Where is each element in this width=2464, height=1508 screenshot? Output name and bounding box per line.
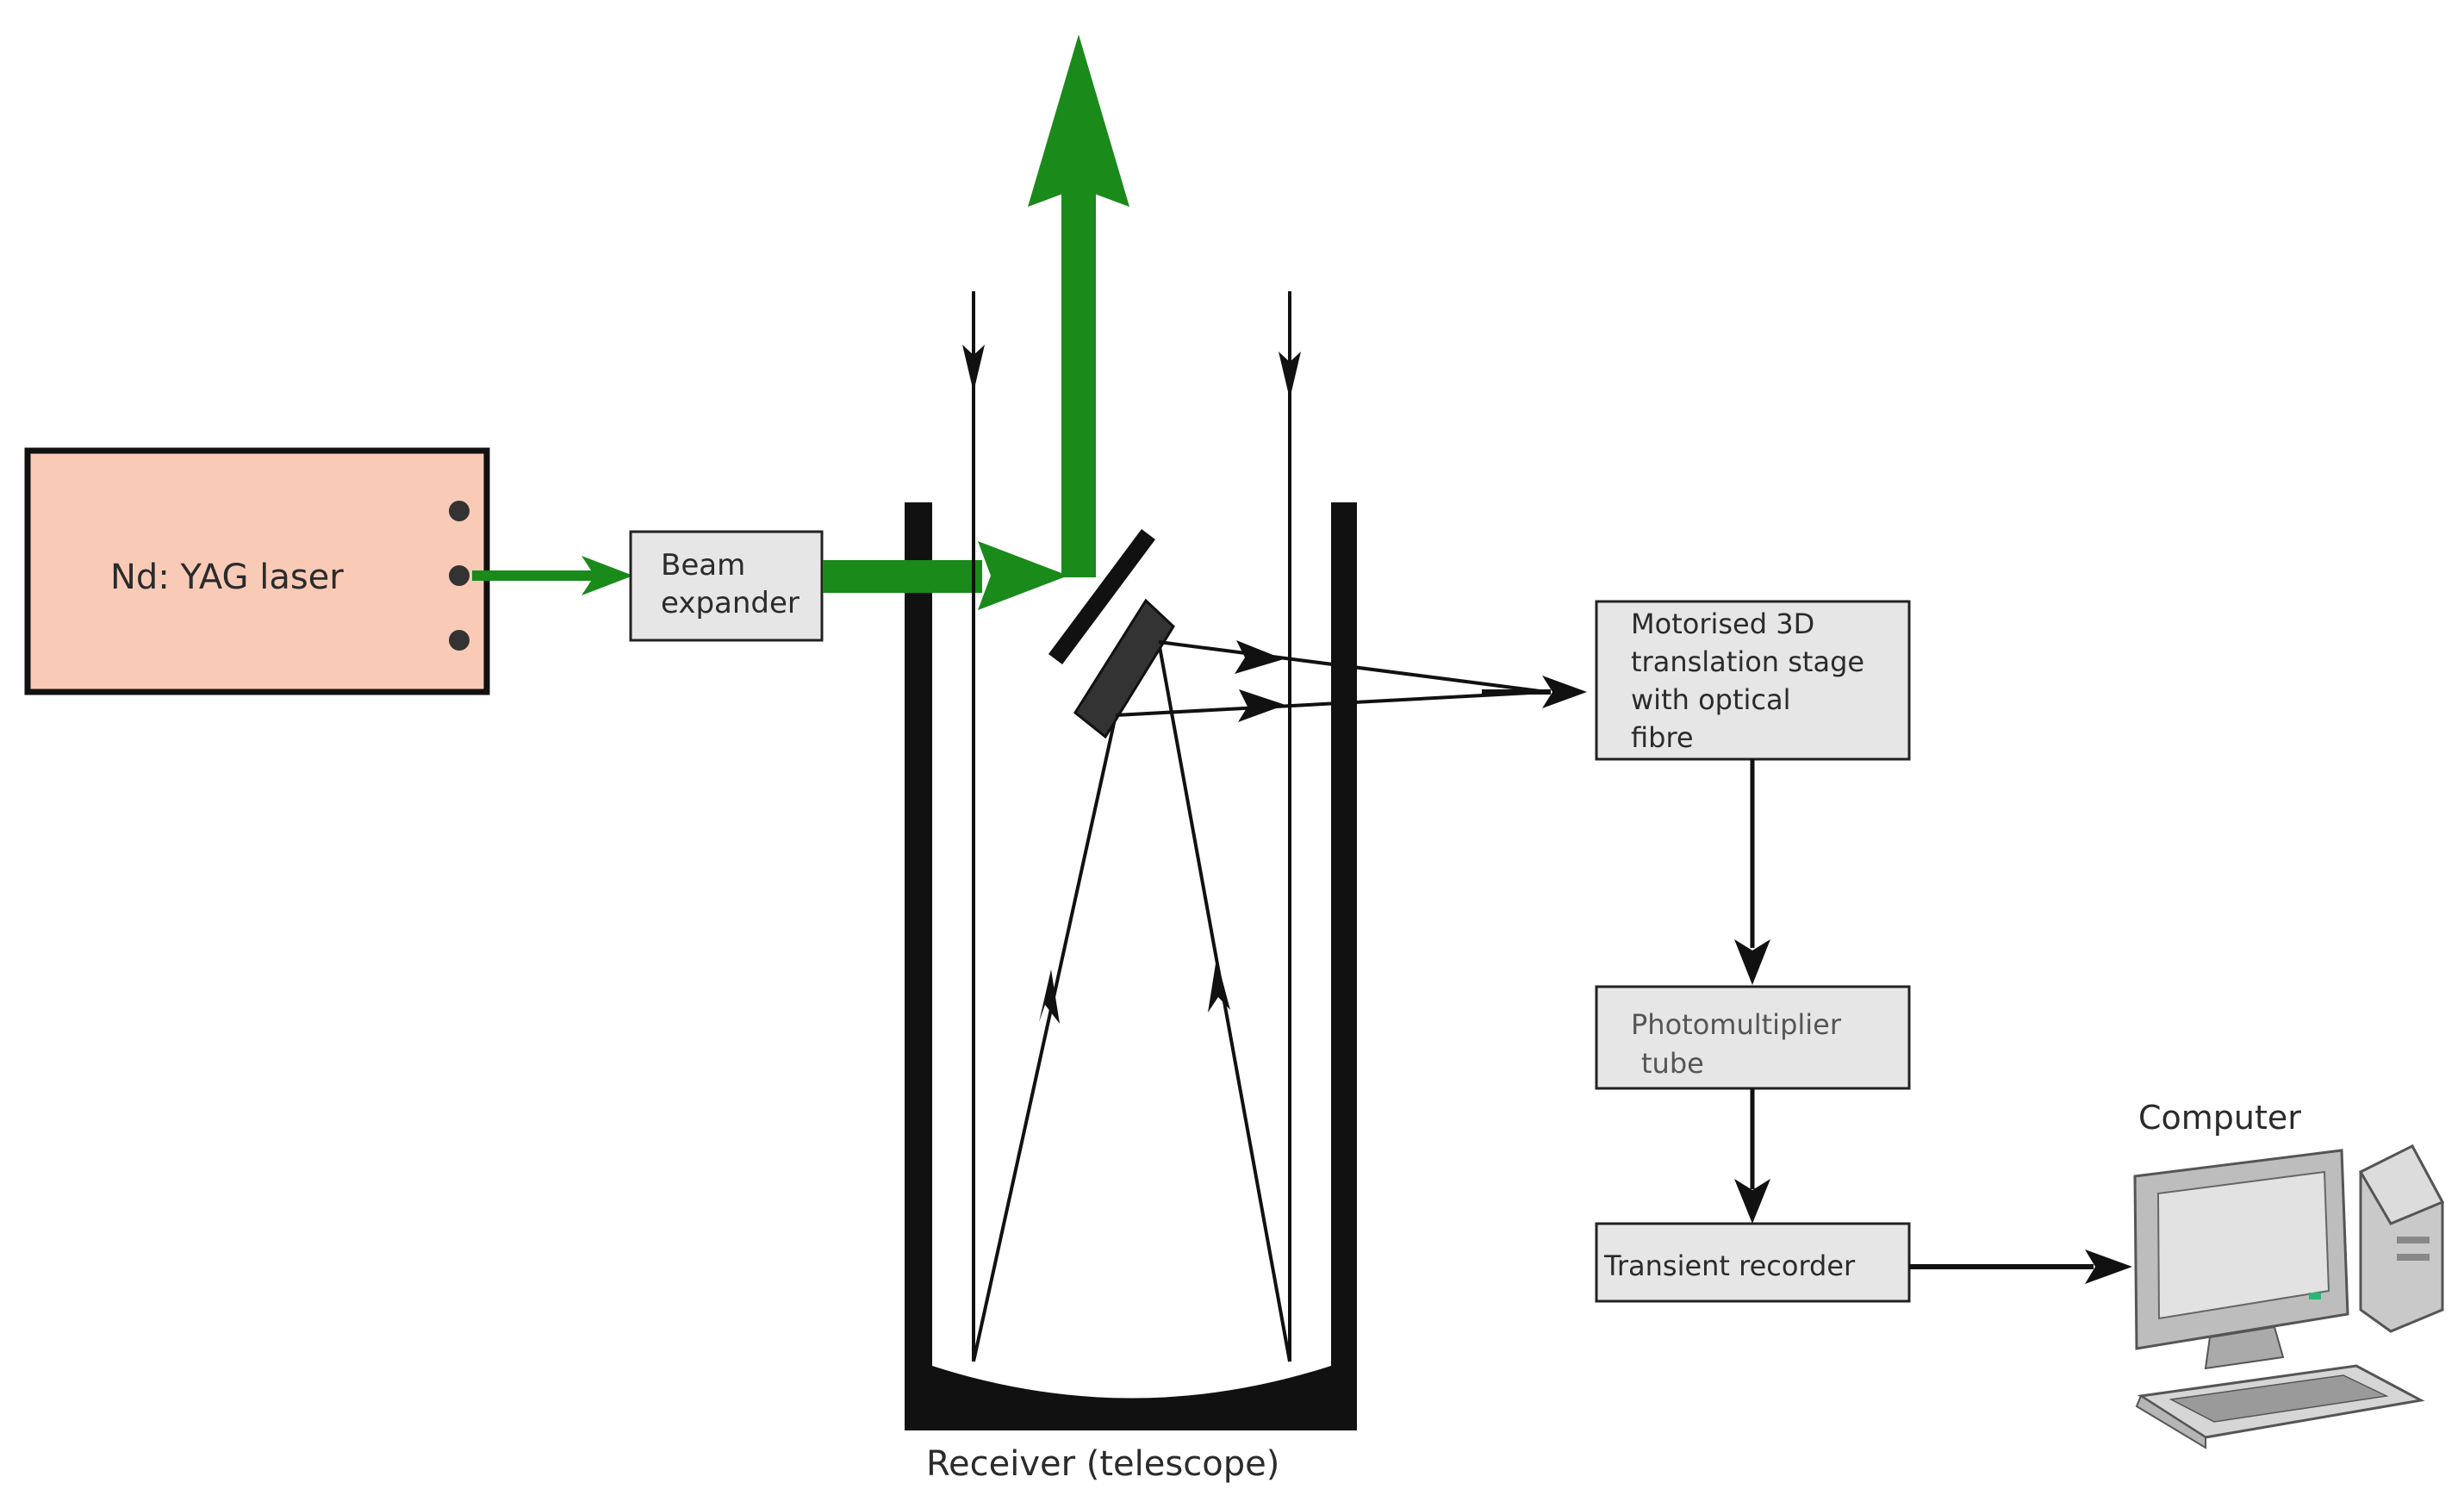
beam-expander-label-line2: expander: [661, 586, 800, 620]
translation-stage-line1: Motorised 3D: [1631, 608, 1814, 640]
arrow-stage-to-pmt: [1734, 759, 1770, 985]
transient-recorder-label: Transient recorder: [1603, 1249, 1856, 1282]
pmt-label-line1: Photomultiplier: [1631, 1008, 1842, 1041]
secondary-mirror-icon: [1073, 598, 1175, 739]
laser-label: Nd: YAG laser: [110, 558, 344, 597]
focused-rays: [1115, 640, 1587, 722]
translation-stage-line4: fibre: [1631, 721, 1694, 754]
translation-stage-line3: with optical: [1631, 683, 1790, 716]
receiver-label: Receiver (telescope): [926, 1444, 1279, 1484]
computer-icon: [2133, 1144, 2445, 1449]
transient-recorder-box: [1595, 1222, 1911, 1303]
expanded-laser-beam: [823, 541, 1068, 610]
translation-stage-box: [1595, 600, 1911, 761]
beam-expander-label-line1: Beam: [661, 548, 745, 583]
computer-label: Computer: [2138, 1099, 2301, 1137]
arrow-recorder-to-computer: [1909, 1249, 2132, 1284]
pmt-box: [1595, 985, 1911, 1090]
mirror-icon: [1048, 529, 1156, 664]
outgoing-laser-beam: [1028, 34, 1129, 577]
thin-laser-beam: [472, 556, 633, 595]
arrow-pmt-to-recorder: [1734, 1088, 1770, 1224]
pmt-label-line2: tube: [1641, 1047, 1704, 1080]
beam-expander-box: [629, 530, 824, 642]
incoming-ray-right: [1279, 291, 1301, 1362]
incoming-ray-left: [962, 291, 985, 1362]
reflected-ray-right: [1157, 641, 1291, 1362]
translation-stage-line2: translation stage: [1631, 645, 1864, 678]
telescope-body: [905, 502, 1357, 1430]
reflected-ray-left: [972, 714, 1117, 1362]
laser-icon: [24, 447, 490, 695]
